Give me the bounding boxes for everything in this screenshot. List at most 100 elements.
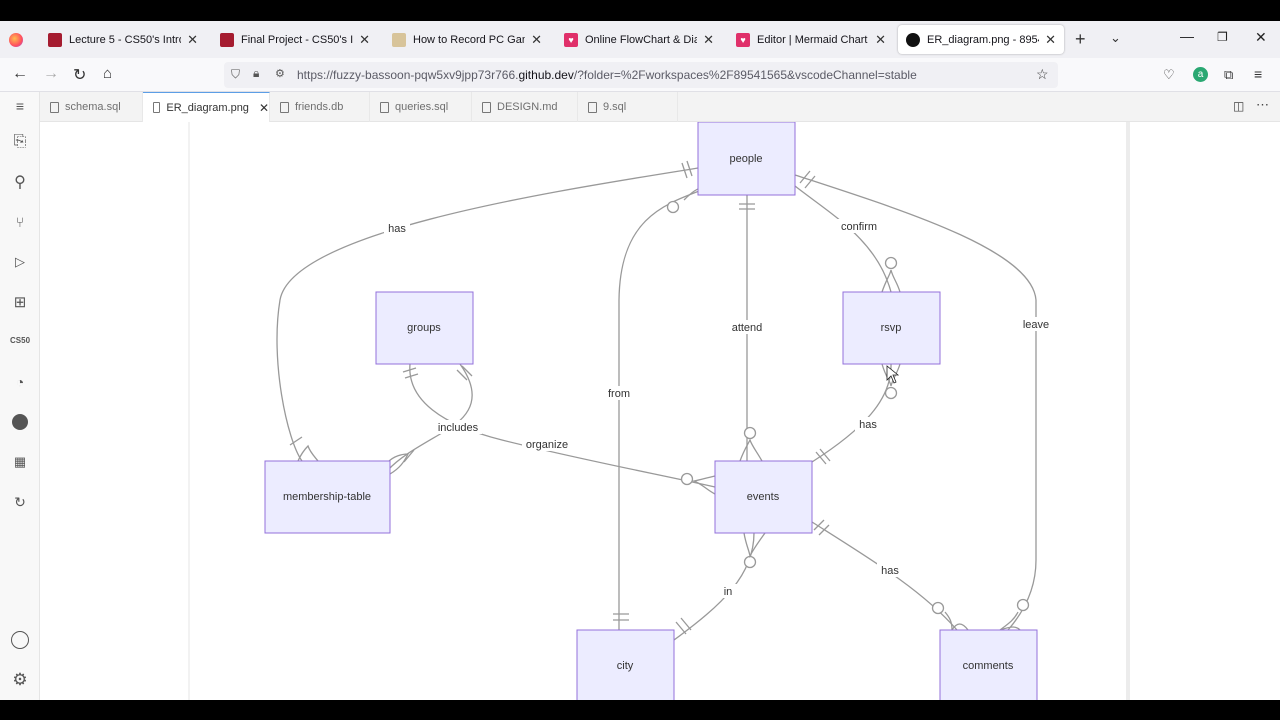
cardinality-zero-marker <box>666 200 680 214</box>
url-prefix: https://fuzzy-bassoon-pqw5xv9jpp73r766. <box>297 68 519 82</box>
entity-box-city <box>576 629 675 700</box>
editor-tab-label: queries.sql <box>395 101 449 113</box>
account-avatar-icon[interactable]: a <box>1193 67 1208 82</box>
file-icon <box>50 101 59 113</box>
top-black-border <box>0 0 1280 21</box>
cardinality-one-marker <box>613 613 629 621</box>
entity-label-events: events <box>747 491 780 503</box>
back-icon[interactable]: ← <box>12 65 28 82</box>
cardinality-zero-marker <box>884 386 898 400</box>
window-close-icon[interactable]: ✕ <box>1255 29 1267 45</box>
editor-tab-label: friends.db <box>295 101 344 113</box>
editor-tab-label: ER_diagram.png <box>166 101 249 114</box>
explorer-icon[interactable]: ⎘ <box>13 133 27 150</box>
lock-icon[interactable]: 🔒︎ <box>253 66 260 80</box>
entity-label-city: city <box>617 660 634 672</box>
permissions-icon[interactable]: ⚙︎ <box>275 68 285 80</box>
crow-foot-marker <box>739 438 763 462</box>
cardinality-one-marker <box>289 436 303 446</box>
rel-line-organize <box>409 363 716 488</box>
crow-foot-marker <box>297 444 319 462</box>
minimize-icon[interactable]: — <box>1180 28 1194 44</box>
file-icon <box>153 102 161 113</box>
entity-box-events <box>714 460 813 534</box>
settings-gear-icon[interactable]: ⚙ <box>12 670 28 689</box>
docker-icon[interactable]: ▦ <box>13 454 27 469</box>
search-icon[interactable]: ⚲ <box>14 174 26 191</box>
rel-label-confirm: confirm <box>841 221 877 233</box>
browser-tab-er-diagram[interactable]: ER_diagram.png - 89541565 ✕ <box>898 25 1064 54</box>
firefox-menu-icon[interactable] <box>9 33 23 47</box>
editor-tab-schema[interactable]: schema.sql <box>40 92 143 122</box>
url-suffix: /?folder=%2Fworkspaces%2F89541565&vscode… <box>573 68 917 82</box>
browser-tab-lecture5[interactable]: Lecture 5 - CS50's Introducti ✕ <box>40 25 206 54</box>
rel-label-includes: includes <box>438 422 479 434</box>
tab-list-chevron-icon[interactable]: ⌄ <box>1110 30 1121 45</box>
label-bg <box>603 386 635 400</box>
close-icon[interactable]: ✕ <box>875 31 886 47</box>
extensions-icon[interactable]: ⊞ <box>13 294 27 311</box>
editor-tab-design[interactable]: DESIGN.md <box>472 92 578 122</box>
extensions-icon[interactable]: ⧉ <box>1224 67 1234 82</box>
remote-explorer-icon[interactable]: ↻ <box>14 493 26 510</box>
rel-label-leave: leave <box>1023 319 1049 331</box>
close-icon[interactable]: ✕ <box>187 31 198 47</box>
editor-tabs: schema.sql ER_diagram.png ✕ friends.db qu… <box>40 92 1280 122</box>
entity-label-groups: groups <box>407 322 441 334</box>
source-control-icon[interactable]: ⑂ <box>15 214 25 230</box>
url-text: https://fuzzy-bassoon-pqw5xv9jpp73r766.g… <box>297 68 917 82</box>
reload-icon[interactable]: ↻ <box>73 67 87 84</box>
crow-foot-marker <box>999 611 1021 631</box>
crow-foot-marker <box>387 453 410 475</box>
shield-icon[interactable]: ⛉ <box>231 67 241 81</box>
cardinality-zero-marker <box>931 601 945 615</box>
entity-label-membership-table: membership-table <box>283 491 371 503</box>
entity-box-membership-table <box>264 460 391 534</box>
entity-box-people <box>697 122 796 196</box>
hamburger-menu-icon[interactable]: ≡ <box>1254 66 1263 82</box>
entity-box-rsvp <box>842 291 941 365</box>
cardinality-one-marker <box>815 448 831 465</box>
close-icon[interactable]: ✕ <box>1045 31 1056 47</box>
home-icon[interactable]: ⌂ <box>103 65 113 82</box>
entity-label-people: people <box>729 153 762 165</box>
close-icon[interactable]: ✕ <box>258 100 269 115</box>
editor-tab-queries[interactable]: queries.sql <box>370 92 472 122</box>
github-icon[interactable] <box>10 412 30 432</box>
editor-tab-friends-db[interactable]: friends.db <box>270 92 370 122</box>
rel-label-organize: organize <box>526 439 568 451</box>
bookmark-star-icon[interactable]: ☆ <box>1036 66 1049 82</box>
rel-label-has-people-membership: has <box>388 223 406 235</box>
rel-line-has-people-membership <box>276 167 699 462</box>
run-debug-icon[interactable]: ▷ <box>15 254 25 269</box>
rel-label-in: in <box>724 586 733 598</box>
browser-tab-final-project[interactable]: Final Project - CS50's Introdu ✕ <box>212 25 378 54</box>
account-icon[interactable] <box>10 630 30 650</box>
menu-icon[interactable]: ≡ <box>15 98 25 114</box>
more-actions-icon[interactable]: ⋯ <box>1256 97 1269 112</box>
close-icon[interactable]: ✕ <box>359 31 370 47</box>
browser-tab-record-gameplay[interactable]: How to Record PC Gamepla ✕ <box>384 25 550 54</box>
url-bar[interactable]: ⛉ 🔒︎ ⚙︎ https://fuzzy-bassoon-pqw5xv9jpp… <box>224 62 1058 88</box>
close-icon[interactable]: ✕ <box>703 31 714 47</box>
browser-tab-strip: Lecture 5 - CS50's Introducti ✕ Final Pr… <box>0 21 1280 58</box>
browser-tab-mermaid-editor[interactable]: ♥ Editor | Mermaid Chart ✕ <box>728 25 894 54</box>
editor-tab-er-diagram[interactable]: ER_diagram.png ✕ <box>143 92 270 122</box>
forward-icon[interactable]: → <box>43 65 59 82</box>
duck-icon[interactable]: ◔ <box>15 374 25 390</box>
cs50-label[interactable]: CS50 <box>10 335 31 345</box>
pocket-icon[interactable]: ♡ <box>1163 67 1175 82</box>
new-tab-icon[interactable]: + <box>1075 29 1086 49</box>
close-icon[interactable]: ✕ <box>531 31 542 47</box>
rel-line-leave <box>794 174 1037 631</box>
browser-tab-online-flowchart[interactable]: ♥ Online FlowChart & Diagram ✕ <box>556 25 722 54</box>
cardinality-one-marker <box>403 449 415 463</box>
github-icon <box>906 32 920 47</box>
cardinality-zero-marker <box>743 555 757 569</box>
file-icon <box>482 101 491 113</box>
cardinality-zero-marker <box>884 256 898 270</box>
split-editor-icon[interactable]: ◫ <box>1233 99 1245 113</box>
editor-tab-9sql[interactable]: 9.sql <box>578 92 678 122</box>
restore-icon[interactable]: ❐ <box>1217 30 1228 44</box>
er-diagram-image: people groups rsvp membership-table even… <box>188 122 1130 700</box>
